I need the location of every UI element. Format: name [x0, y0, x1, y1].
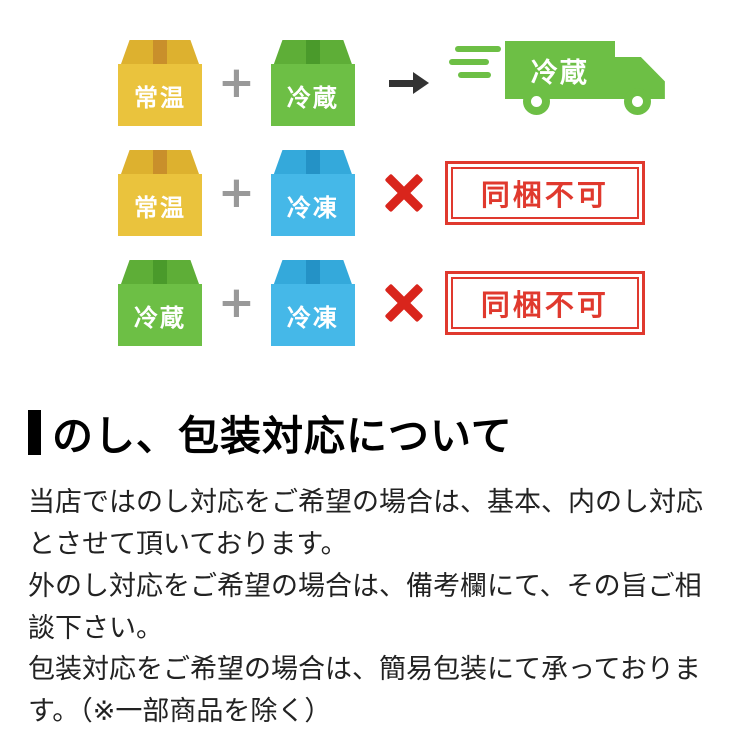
speed-line: [454, 46, 501, 52]
box-label: 冷蔵: [270, 64, 355, 126]
box-label: 冷凍: [270, 174, 355, 236]
section-title-text: のし、包装対応について: [52, 412, 513, 460]
box-label: 冷蔵: [118, 284, 202, 346]
box-label: 冷凍: [270, 284, 355, 346]
truck-cargo-label: 冷蔵: [504, 41, 615, 99]
frozen-box-icon: 冷凍: [270, 150, 355, 236]
box-tape: [305, 150, 320, 174]
shipping-rule-row-3: 冷蔵 + 冷凍 同梱不可: [118, 248, 750, 358]
no-bundling-stamp: 同梱不可: [444, 161, 645, 225]
truck-wheel: [522, 88, 550, 115]
no-bundling-stamp: 同梱不可: [444, 271, 645, 335]
plus-sign: +: [218, 57, 255, 108]
truck-wheel: [623, 88, 651, 115]
room-temp-box-icon: 常温: [118, 40, 202, 126]
box-label: 常温: [118, 64, 202, 126]
cross-icon: [384, 173, 424, 213]
arrow-head: [412, 72, 429, 94]
no-bundling-stamp-label: 同梱不可: [450, 277, 639, 329]
box-tape: [305, 40, 320, 64]
plus-sign: +: [218, 167, 255, 218]
box-tape: [305, 260, 320, 284]
cross-icon: [384, 283, 424, 323]
plus-sign: +: [218, 277, 255, 328]
speed-line: [457, 72, 491, 78]
paragraph: 包装対応をご希望の場合は、簡易包装にて承っております。（※一部商品を除く）: [28, 654, 701, 728]
section-title: のし、包装対応について: [28, 402, 722, 462]
box-label: 常温: [118, 174, 202, 236]
box-tape: [153, 260, 167, 284]
frozen-box-icon: 冷凍: [270, 260, 355, 346]
shipping-rule-row-2: 常温 + 冷凍 同梱不可: [118, 138, 750, 248]
section-body: 当店ではのし対応をご希望の場合は、基本、内のし対応とさせて頂いております。 外の…: [28, 482, 722, 733]
arrow-right-icon: [388, 72, 429, 94]
paragraph: 外のし対応をご希望の場合は、備考欄にて、その旨ご相談下さい。: [28, 570, 702, 644]
refrigerated-box-icon: 冷蔵: [118, 260, 202, 346]
paragraph: 当店ではのし対応をご希望の場合は、基本、内のし対応とさせて頂いております。: [28, 487, 703, 560]
refrigerated-truck-icon: 冷蔵: [448, 41, 667, 125]
refrigerated-box-icon: 冷蔵: [270, 40, 355, 126]
noshi-wrapping-section: のし、包装対応について 当店ではのし対応をご希望の場合は、基本、内のし対応とさせ…: [0, 402, 750, 733]
box-tape: [153, 40, 167, 64]
box-tape: [153, 150, 167, 174]
speed-line: [448, 59, 489, 65]
no-bundling-stamp-label: 同梱不可: [450, 167, 639, 219]
shipping-rule-row-1: 常温 + 冷蔵 冷蔵: [118, 28, 750, 138]
shipping-rules-diagram: 常温 + 冷蔵 冷蔵 常温 +: [0, 0, 750, 358]
arrow-bar: [388, 79, 413, 87]
room-temp-box-icon: 常温: [118, 150, 202, 236]
title-accent-bar: [28, 409, 41, 455]
